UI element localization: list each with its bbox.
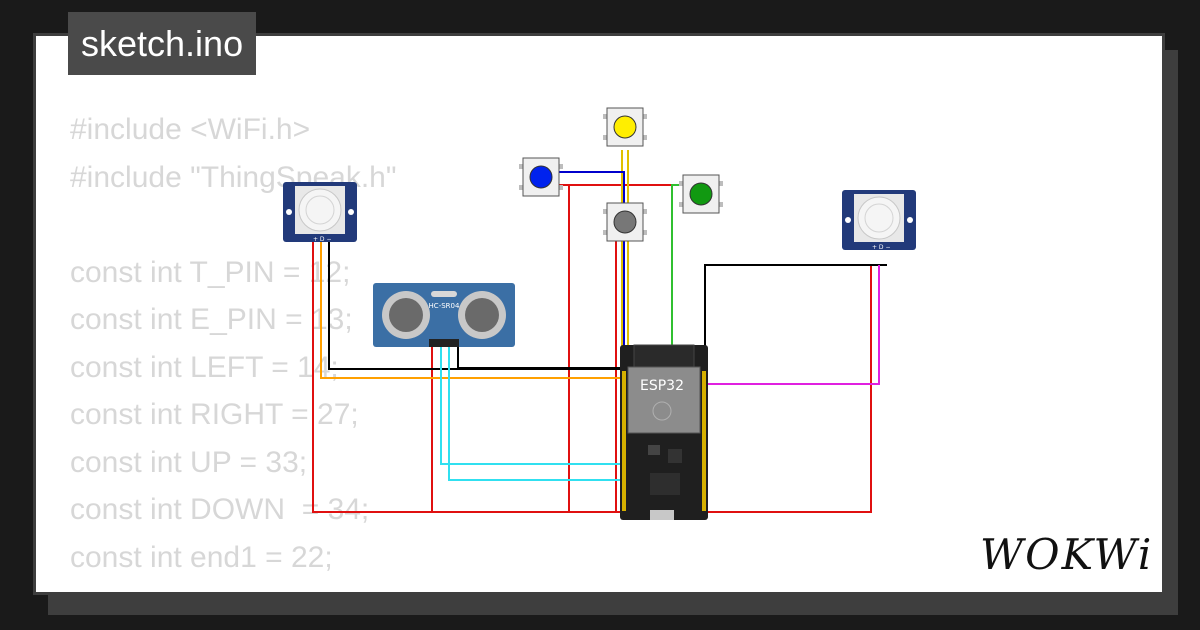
wire-black-right-pir — [704, 264, 887, 368]
code-line: const int UP = 33; — [70, 445, 308, 479]
esp32-label: ESP32 — [640, 378, 684, 394]
ultrasonic-label: HC-SR04 — [429, 302, 460, 310]
button-green[interactable] — [679, 174, 723, 214]
wire-orange — [320, 240, 622, 379]
wire-cyan-echo — [448, 345, 622, 481]
button-yellow[interactable] — [603, 107, 647, 147]
wokwi-logo: WOKWi — [980, 530, 1154, 579]
file-tab-sketch[interactable]: sketch.ino — [68, 12, 257, 75]
code-line: #include <WiFi.h> — [70, 113, 311, 146]
wire-red-right-pir — [706, 265, 872, 513]
pir-sensor-right[interactable]: + D − — [842, 190, 916, 251]
button-gray[interactable] — [603, 202, 647, 242]
code-line: const int end2 = 23; — [70, 581, 397, 592]
wire-black-ultra — [457, 345, 622, 369]
file-tab-label: sketch.ino — [81, 22, 244, 64]
code-line: const int T_PIN = 12; — [70, 255, 351, 289]
wire-magenta — [706, 265, 880, 385]
wire-blue — [558, 171, 625, 400]
code-line: const int RIGHT = 27; — [70, 398, 359, 431]
wire-cyan-trig — [440, 345, 622, 465]
project-card[interactable]: #include <WiFi.h>#include "ThingSpeak.h"… — [33, 33, 1165, 595]
pir-sensor-left[interactable]: + D − — [283, 182, 357, 243]
esp32-board[interactable]: ESP32 — [620, 344, 708, 520]
wire-red-left-pir — [312, 240, 622, 513]
button-blue[interactable] — [519, 157, 563, 197]
pir-right-pin-labels: + D − — [872, 244, 891, 251]
code-line: const int E_PIN = 13; — [70, 303, 353, 336]
code-line: const int end1 = 22; — [70, 540, 333, 574]
ultrasonic-sensor[interactable]: HC-SR04 — [373, 283, 515, 347]
code-line: const int DOWN = 34; — [70, 493, 370, 526]
pir-left-pin-labels: + D − — [313, 236, 332, 243]
